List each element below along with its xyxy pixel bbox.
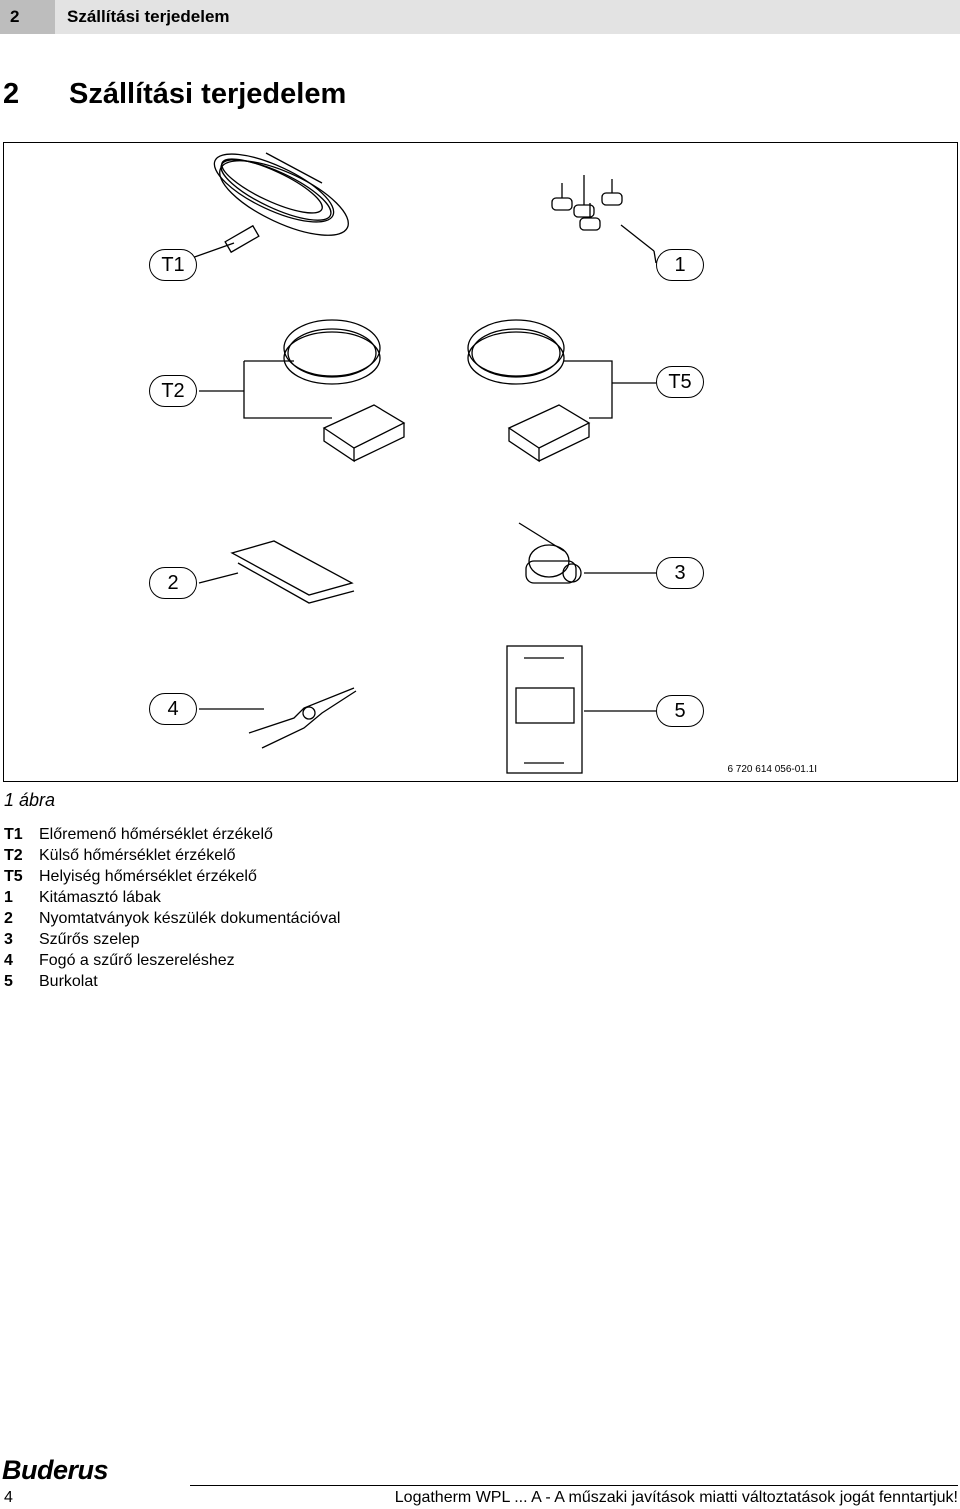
legend-item: 5 Burkolat — [4, 971, 340, 992]
legend-text: Külső hőmérséklet érzékelő — [39, 847, 236, 864]
callout-3: 3 — [656, 557, 704, 589]
legend-item: T5 Helyiség hőmérséklet érzékelő — [4, 866, 340, 887]
room-sensor-illustration — [467, 319, 656, 463]
outdoor-sensor-illustration — [199, 319, 406, 463]
legend-text: Szűrős szelep — [39, 931, 140, 948]
callout-t1: T1 — [149, 249, 197, 281]
legend-text: Burkolat — [39, 973, 98, 990]
legend-text: Kitámasztó lábak — [39, 889, 161, 906]
figure-illustration — [171, 152, 657, 774]
flow-temperature-sensor-illustration — [171, 152, 349, 266]
legend-text: Fogó a szűrő leszereléshez — [39, 952, 235, 969]
documentation-illustration — [198, 540, 355, 604]
callout-t5: T5 — [656, 366, 704, 398]
figure-caption: 1 ábra — [4, 790, 56, 810]
page-number: 4 — [4, 1489, 13, 1506]
footer-text: Logatherm WPL ... A - A műszaki javításo… — [394, 1489, 958, 1506]
header-chapter-title: Szállítási terjedelem — [67, 7, 230, 26]
legend-text: Nyomtatványok készülék dokumentációval — [39, 910, 341, 927]
section-title: Szállítási terjedelem — [69, 78, 347, 110]
legend-key: T2 — [4, 847, 23, 864]
delivery-scope-figure: T1 1 T2 T5 2 3 4 5 6 720 614 056-01.1I — [3, 142, 958, 782]
legend-key: 1 — [4, 889, 13, 906]
figure-code: 6 720 614 056-01.1I — [727, 764, 817, 775]
legend-item: T1 Előremenő hőmérséklet érzékelő — [4, 824, 340, 845]
legend-item: 1 Kitámasztó lábak — [4, 887, 340, 908]
callout-5: 5 — [656, 695, 704, 727]
footer-rule — [190, 1485, 958, 1486]
support-feet-illustration — [551, 175, 657, 264]
legend-text: Előremenő hőmérséklet érzékelő — [39, 826, 273, 843]
legend-key: 4 — [4, 952, 13, 969]
legend-text: Helyiség hőmérséklet érzékelő — [39, 868, 257, 885]
buderus-logo: Buderus — [2, 1455, 109, 1485]
callout-t2: T2 — [149, 375, 197, 407]
legend-item: 4 Fogó a szűrő leszereléshez — [4, 950, 340, 971]
callout-2: 2 — [149, 567, 197, 599]
cover-panel-illustration — [506, 645, 656, 774]
legend-item: 2 Nyomtatványok készülék dokumentációval — [4, 908, 340, 929]
section-number: 2 — [3, 78, 20, 110]
filter-valve-illustration — [518, 522, 656, 584]
callout-1: 1 — [656, 249, 704, 281]
legend-key: T5 — [4, 868, 23, 885]
legend-key: 2 — [4, 910, 13, 927]
pliers-illustration — [199, 687, 357, 749]
running-header: 2 Szállítási terjedelem — [0, 0, 960, 34]
header-chapter-number: 2 — [0, 0, 55, 34]
legend-item: T2 Külső hőmérséklet érzékelő — [4, 845, 340, 866]
section-heading: 2 Szállítási terjedelem — [0, 78, 346, 111]
legend-key: 5 — [4, 973, 13, 990]
legend-key: 3 — [4, 931, 13, 948]
legend-item: 3 Szűrős szelep — [4, 929, 340, 950]
figure-legend: T1 Előremenő hőmérséklet érzékelő T2 Kül… — [4, 824, 340, 992]
legend-key: T1 — [4, 826, 23, 843]
callout-4: 4 — [149, 693, 197, 725]
